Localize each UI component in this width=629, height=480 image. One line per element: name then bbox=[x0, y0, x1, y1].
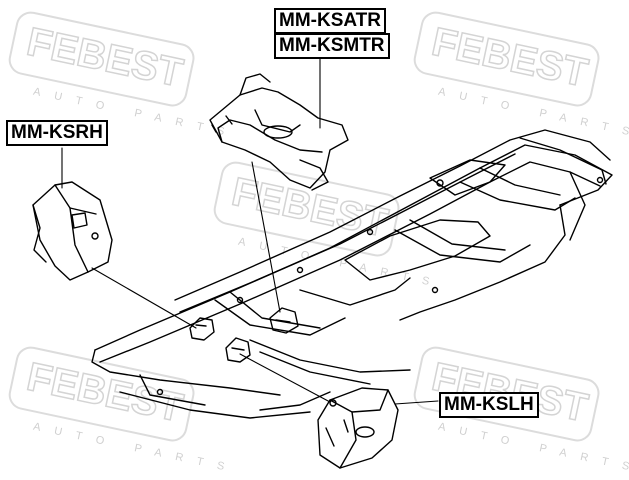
callout-mm-ksatr: MM-KSATR bbox=[274, 8, 387, 34]
frame-bracket-right bbox=[225, 337, 251, 363]
right-engine-mount bbox=[32, 181, 113, 281]
leader-transmission-to-bracket bbox=[251, 161, 281, 313]
leader-srh-to-bracket bbox=[91, 267, 197, 329]
callout-mm-ksmtr: MM-KSMTR bbox=[274, 33, 390, 59]
leader-slh bbox=[394, 400, 439, 405]
frame-bracket-center bbox=[269, 307, 299, 334]
vehicle-frame bbox=[91, 129, 613, 419]
frame-bracket-left bbox=[189, 317, 215, 341]
leader-lines bbox=[61, 55, 439, 405]
callout-mm-ksrh: MM-KSRH bbox=[6, 120, 108, 146]
leader-slh-to-bracket bbox=[239, 353, 331, 403]
left-engine-mount bbox=[317, 387, 399, 469]
callout-mm-kslh: MM-KSLH bbox=[439, 392, 539, 418]
transmission-mount-bracket bbox=[209, 73, 349, 191]
